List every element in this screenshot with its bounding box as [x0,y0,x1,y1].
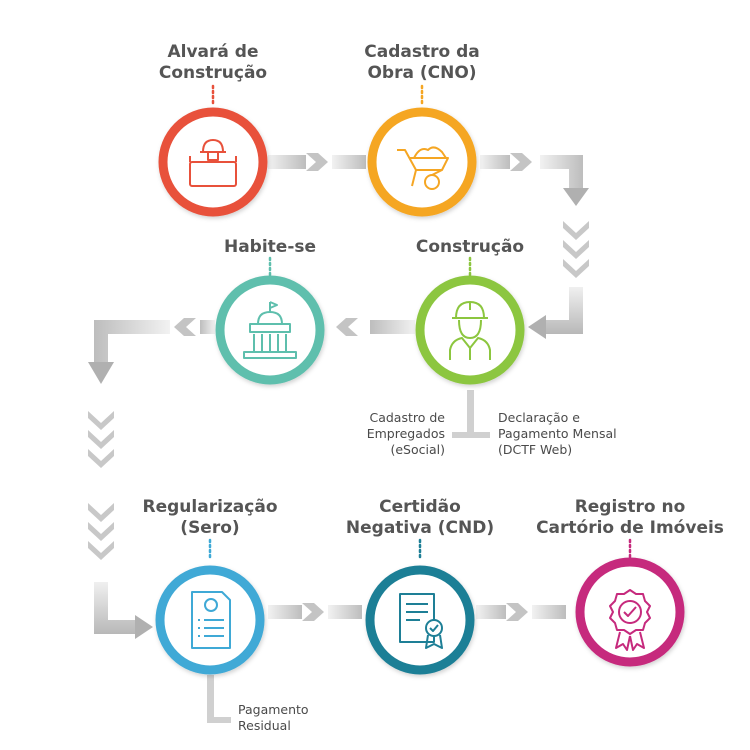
arrow-cnd-to-cartorio [476,603,566,621]
step-title-sero: Regularização (Sero) [142,497,278,538]
note-esocial: Cadastro de Empregados (eSocial) [366,410,445,457]
arrow-sero-to-cnd [268,603,362,621]
step-title-alvara: Alvará de Construção [158,42,268,83]
step-circle-cartorio [575,557,685,667]
step-title-habite: Habite-se [223,237,317,257]
note-dctf: Declaração e Pagamento Mensal (DCTF Web) [498,410,617,457]
government-building-icon [243,301,297,359]
step-title-cnd: Certidão Negativa (CND) [345,497,495,538]
construction-worker-wall-icon [189,139,237,187]
step-title-construcao: Construção [415,237,525,257]
step-title-cno: Cadastro da Obra (CNO) [364,42,480,83]
construcao-branch-connector [452,390,490,438]
arrow-habite-to-sero [88,318,215,639]
wheelbarrow-icon [397,146,449,190]
arrow-cno-to-construcao [480,153,589,339]
arrow-construcao-to-habite [336,318,415,336]
certificate-document-icon [399,593,443,649]
step-circle-habite [215,275,325,385]
worker-helmet-icon [449,301,491,360]
note-pagamento-residual: Pagamento Residual [238,702,309,733]
invoice-document-icon [191,591,231,649]
step-circle-cno [367,107,477,217]
arrow-alvara-to-cno [268,153,366,171]
step-circle-construcao [415,275,525,385]
sero-branch-connector [207,675,231,723]
award-seal-icon [609,589,651,651]
title-leaders [208,84,632,562]
step-title-cartorio: Registro no Cartório de Imóveis [536,497,724,538]
